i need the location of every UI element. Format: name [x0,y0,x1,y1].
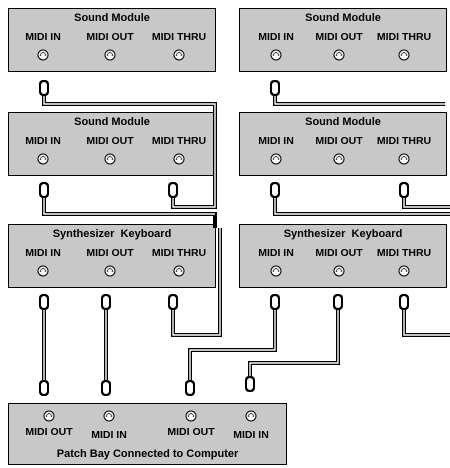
midi-in-port: MIDI IN [246,247,306,277]
din-jack-icon [104,265,116,277]
midi-thru-port: MIDI THRU [149,247,209,277]
din-jack-icon [37,49,49,61]
din-jack-icon [333,153,345,165]
din-jack-icon [270,49,282,61]
din-jack-icon [37,265,49,277]
din-jack-icon [173,265,185,277]
midi-in-port: MIDI IN [13,135,73,165]
sound-module-mid-right: Sound Module MIDI IN MIDI OUT MIDI THRU [239,112,447,176]
midi-out-port: MIDI OUT [80,247,140,277]
unit-title: Synthesizer Keyboard [283,228,403,240]
patch-bay: MIDI OUT MIDI IN MIDI OUT MIDI IN Patch … [8,403,287,465]
midi-thru-port: MIDI THRU [374,135,434,165]
din-jack-icon [245,410,257,422]
midi-thru-port: MIDI THRU [149,135,209,165]
midi-thru-port: MIDI THRU [374,31,434,61]
patch-bay-port: MIDI IN [221,410,281,441]
din-jack-icon [185,410,197,422]
din-jack-icon [37,153,49,165]
midi-out-port: MIDI OUT [80,31,140,61]
unit-title: Sound Module [74,116,150,128]
din-jack-icon [104,49,116,61]
din-jack-icon [103,410,115,422]
din-jack-icon [43,410,55,422]
unit-title: Sound Module [74,12,150,24]
din-jack-icon [398,153,410,165]
patch-bay-title: Patch Bay Connected to Computer [56,448,239,460]
unit-title: Sound Module [305,12,381,24]
midi-in-port: MIDI IN [246,135,306,165]
midi-out-port: MIDI OUT [80,135,140,165]
midi-out-port: MIDI OUT [309,247,369,277]
din-jack-icon [398,265,410,277]
unit-title: Sound Module [305,116,381,128]
din-jack-icon [173,49,185,61]
midi-out-port: MIDI OUT [309,31,369,61]
din-jack-icon [398,49,410,61]
din-jack-icon [333,49,345,61]
unit-title: Synthesizer Keyboard [52,228,172,240]
midi-in-port: MIDI IN [246,31,306,61]
din-jack-icon [333,265,345,277]
patch-bay-port: MIDI OUT [19,410,79,438]
midi-in-port: MIDI IN [13,31,73,61]
midi-out-port: MIDI OUT [309,135,369,165]
midi-thru-port: MIDI THRU [374,247,434,277]
din-jack-icon [173,153,185,165]
synth-keyboard-right: Synthesizer Keyboard MIDI IN MIDI OUT MI… [239,224,447,288]
sound-module-mid-left: Sound Module MIDI IN MIDI OUT MIDI THRU [8,112,216,176]
din-jack-icon [270,265,282,277]
din-jack-icon [270,153,282,165]
synth-keyboard-left: Synthesizer Keyboard MIDI IN MIDI OUT MI… [8,224,216,288]
patch-bay-port: MIDI OUT [161,410,221,438]
sound-module-top-right: Sound Module MIDI IN MIDI OUT MIDI THRU [239,8,447,72]
midi-thru-port: MIDI THRU [149,31,209,61]
din-jack-icon [104,153,116,165]
sound-module-top-left: Sound Module MIDI IN MIDI OUT MIDI THRU [8,8,216,72]
patch-bay-port: MIDI IN [79,410,139,441]
midi-in-port: MIDI IN [13,247,73,277]
